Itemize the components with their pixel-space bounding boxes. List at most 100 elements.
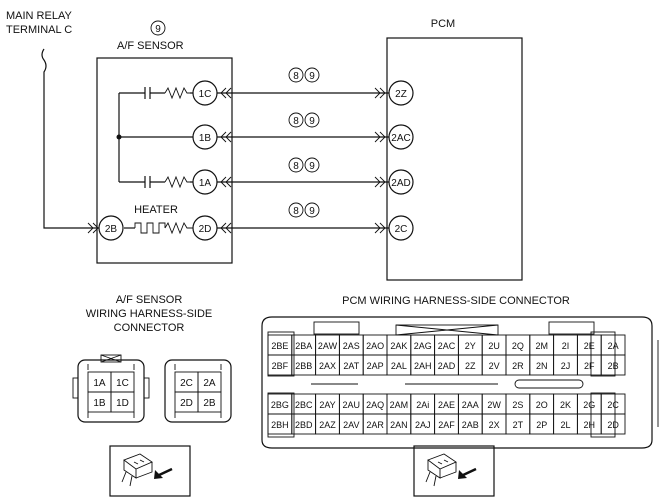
pcm-cell-label: 2AL (391, 361, 407, 371)
pcm-cell-label: 2Y (465, 341, 476, 351)
pcm-cell-label: 2S (512, 400, 523, 410)
heater-label: HEATER (134, 204, 178, 216)
main-relay-label: MAIN RELAY (6, 10, 72, 22)
pcm-cell-label: 2I (562, 341, 570, 351)
cell-element-1a (144, 176, 151, 188)
connector-view-icon (109, 445, 191, 497)
wire-ref-circle (304, 67, 320, 83)
pcm-cell-label: 2Ai (416, 400, 429, 410)
pcm-cell-label: 2AM (390, 400, 409, 410)
chevron-icon (220, 131, 232, 143)
pcm-cell-label: 2O (536, 400, 548, 410)
pcm-cell-label: 2AW (318, 341, 338, 351)
sensor-pin-2d-label: 2D (199, 224, 212, 235)
connector-tab (143, 377, 150, 399)
wire-ref-row-2: 8 9 (288, 112, 320, 128)
chevron-icon (220, 87, 232, 99)
pcm-cell-label: 2G (583, 400, 595, 410)
pcm-cell-label: 2BC (295, 400, 313, 410)
sensor-ref-circle (150, 20, 166, 36)
wire-ref-circle (304, 112, 320, 128)
pcm-cell-label: 2N (536, 361, 548, 371)
wire-ref-row-1: 8 9 (288, 67, 320, 83)
sensor-pin-1c-label: 1C (199, 89, 212, 100)
pcm-cell-label: 2AJ (415, 420, 431, 430)
cell (197, 391, 222, 413)
wire-ref-circle (304, 157, 320, 173)
pcm-cell-label: 2AY (319, 400, 335, 410)
wire-ref-9: 9 (309, 71, 315, 82)
connector-notch (174, 364, 222, 418)
wire-ref-row-3: 8 9 (288, 157, 320, 173)
chevron-icon (220, 176, 232, 188)
chevron-icon (87, 222, 99, 234)
sensor-ref-number: 9 (155, 24, 161, 35)
pcm-title: PCM (431, 18, 455, 30)
af-connector-title-3: CONNECTOR (114, 322, 185, 334)
pcm-pin-2ac-label: 2AC (391, 133, 410, 144)
pcm-cell-label: 2AK (390, 341, 407, 351)
wire-ref-circle (288, 157, 304, 173)
pcm-cell-label: 2AG (414, 341, 432, 351)
pcm-cell-label: 2AT (343, 361, 359, 371)
pcm-cell-label: 2T (513, 420, 524, 430)
pcm-cell-label: 2C (607, 400, 619, 410)
pcm-cell-label: 2AC (438, 341, 456, 351)
chevron-icon (374, 131, 386, 143)
chevron-icon (374, 222, 386, 234)
connector-tab (72, 377, 79, 399)
pcm-cell-label: 2M (535, 341, 548, 351)
af-connector-left: 1A 1C 1B 1D (72, 354, 150, 423)
chevron-icon (374, 176, 386, 188)
resistor-1c (164, 86, 190, 100)
pin-label: 1D (116, 398, 129, 409)
connector-latch (100, 354, 122, 363)
pcm-cell-label: 2L (560, 420, 570, 430)
pcm-cell-label: 2AU (343, 400, 361, 410)
chevron-icon (220, 222, 232, 234)
pin-label: 2C (180, 378, 193, 389)
chevron-icon (374, 87, 386, 99)
connector-notch (87, 364, 135, 418)
pcm-cell-label: 2BB (295, 361, 312, 371)
wire-ref-circle (288, 202, 304, 218)
pcm-cell-label: 2U (488, 341, 500, 351)
pcm-cell-label: 2D (607, 420, 619, 430)
pcm-cell-label: 2B (608, 361, 619, 371)
pin-label: 2B (203, 398, 216, 409)
pcm-cell-label: 2K (560, 400, 571, 410)
pcm-cell-label: 2BD (295, 420, 313, 430)
cell-element-1c (144, 87, 151, 99)
pin-label: 2D (180, 398, 193, 409)
pin-label: 1B (93, 398, 106, 409)
af-connector-title-1: A/F SENSOR (116, 294, 183, 306)
pcm-cell-label: 2BH (271, 420, 289, 430)
pcm-pin-2ad-label: 2AD (391, 178, 410, 189)
main-relay-terminal-label: TERMINAL C (6, 24, 72, 36)
sensor-pin-2b (98, 215, 124, 241)
wire-ref-circle (288, 67, 304, 83)
connector-view-icon (413, 445, 495, 497)
wire-ref-8: 8 (293, 206, 299, 217)
connector-marks (87, 87, 386, 234)
af-connector-right: 2C 2A 2D 2B (164, 359, 232, 423)
cell (110, 391, 135, 413)
pcm-cell-label: 2BF (272, 361, 289, 371)
latch-cross (100, 354, 122, 363)
wire-ref-9: 9 (309, 161, 315, 172)
wire-ref-row-4: 8 9 (288, 202, 320, 218)
pcm-pin-2z-label: 2Z (395, 89, 407, 100)
pcm-cell-label: 2AB (462, 420, 479, 430)
connector-body (164, 359, 232, 423)
af-sensor-box (96, 57, 233, 264)
wire-ref-8: 8 (293, 116, 299, 127)
pcm-cell-label: 2AF (438, 420, 455, 430)
pcm-box (386, 37, 523, 281)
sensor-pin-2b-label: 2B (105, 224, 118, 235)
pcm-cell-label: 2AN (390, 420, 408, 430)
pcm-cell-label: 2R (512, 361, 524, 371)
wire-ref-circle (304, 202, 320, 218)
pcm-cell-label: 2E (584, 341, 595, 351)
